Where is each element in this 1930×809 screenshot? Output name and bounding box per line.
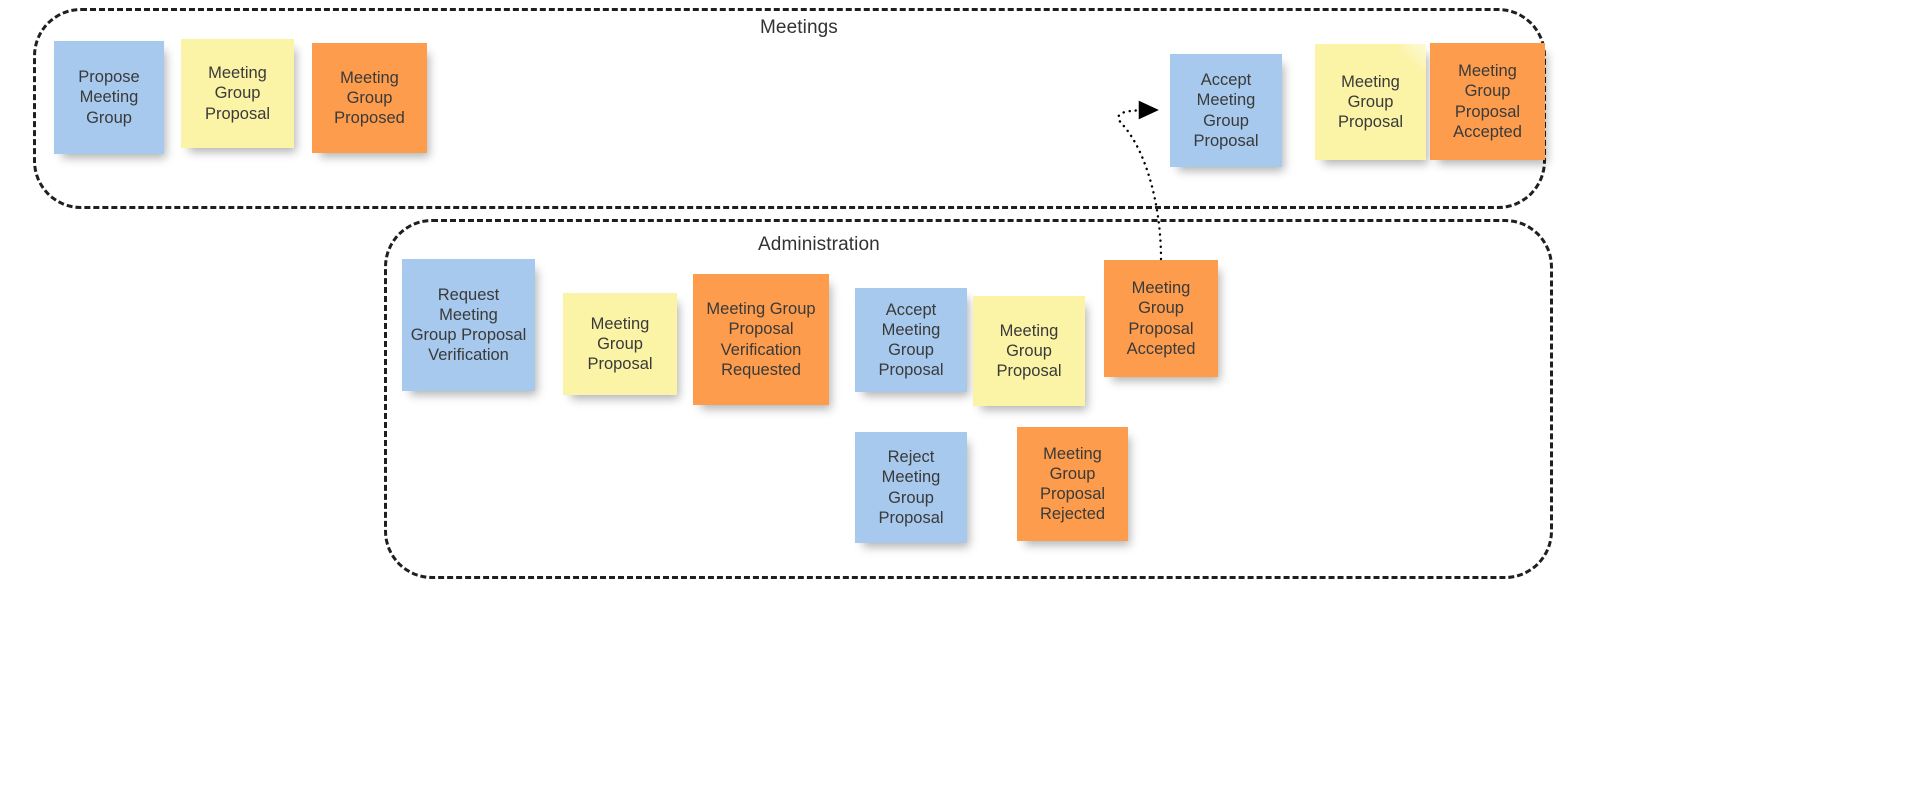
sticky-note-meeting-group-proposal-accepted-administration[interactable]: Meeting Group Proposal Accepted xyxy=(1104,260,1218,377)
bounded-context-meetings-label: Meetings xyxy=(760,17,838,38)
sticky-note-label: Meeting Group Proposal Rejected xyxy=(1039,444,1106,524)
bounded-context-administration xyxy=(384,219,1553,579)
sticky-note-label: Meeting Group Proposal xyxy=(587,314,653,374)
sticky-note-label: Meeting Group Proposal xyxy=(996,321,1062,381)
sticky-note-label: Meeting Group Proposal Verification Requ… xyxy=(706,300,816,379)
sticky-note-request-meeting-group-proposal-verification[interactable]: Request Meeting Group Proposal Verificat… xyxy=(402,259,535,391)
sticky-note-label: Request Meeting Group Proposal Verificat… xyxy=(410,285,527,365)
sticky-note-label: Meeting Group Proposal xyxy=(204,64,271,123)
sticky-note-meeting-group-proposal-aggregate-1[interactable]: Meeting Group Proposal xyxy=(181,39,294,148)
sticky-note-meeting-group-proposal-verification-requested[interactable]: Meeting Group Proposal Verification Requ… xyxy=(693,274,829,405)
sticky-note-label: Meeting Group Proposal Accepted xyxy=(1453,62,1522,141)
sticky-note-propose-meeting-group[interactable]: Propose Meeting Group xyxy=(54,41,164,154)
sticky-note-reject-meeting-group-proposal[interactable]: Reject Meeting Group Proposal xyxy=(855,432,967,543)
sticky-note-label: Meeting Group Proposal xyxy=(1337,72,1404,132)
sticky-note-label: Meeting Group Proposed xyxy=(334,68,405,128)
sticky-note-accept-meeting-group-proposal-administration[interactable]: Accept Meeting Group Proposal xyxy=(855,288,967,392)
sticky-note-label: Accept Meeting Group Proposal xyxy=(878,300,944,380)
sticky-note-label: Accept Meeting Group Proposal xyxy=(1193,71,1259,150)
sticky-note-meeting-group-proposal-aggregate-4[interactable]: Meeting Group Proposal xyxy=(973,296,1085,406)
sticky-note-meeting-group-proposed[interactable]: Meeting Group Proposed xyxy=(312,43,427,153)
sticky-note-meeting-group-proposal-accepted-meetings[interactable]: Meeting Group Proposal Accepted xyxy=(1430,43,1545,160)
sticky-note-meeting-group-proposal-rejected[interactable]: Meeting Group Proposal Rejected xyxy=(1017,427,1128,541)
sticky-note-label: Meeting Group Proposal Accepted xyxy=(1126,279,1196,358)
bounded-context-administration-label: Administration xyxy=(758,234,880,255)
sticky-note-accept-meeting-group-proposal-meetings[interactable]: Accept Meeting Group Proposal xyxy=(1170,54,1282,167)
sticky-note-meeting-group-proposal-aggregate-3[interactable]: Meeting Group Proposal xyxy=(563,293,677,395)
connector-accepted-to-accept xyxy=(1117,100,1163,261)
sticky-note-label: Propose Meeting Group xyxy=(78,68,140,127)
sticky-note-label: Reject Meeting Group Proposal xyxy=(878,448,944,527)
sticky-note-meeting-group-proposal-aggregate-2[interactable]: Meeting Group Proposal xyxy=(1315,44,1426,160)
